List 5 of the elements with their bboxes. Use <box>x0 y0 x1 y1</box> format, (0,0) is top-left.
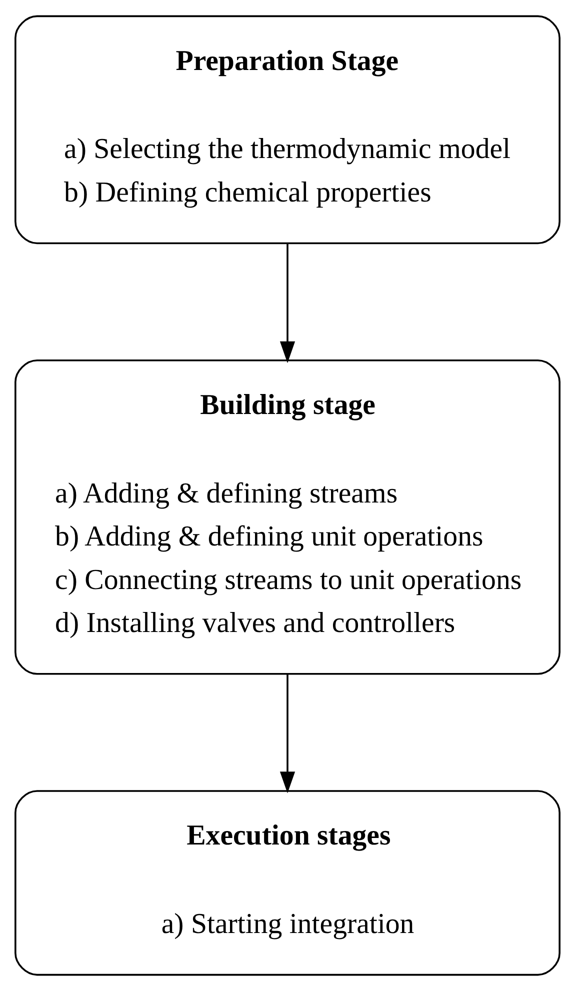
node-box: Execution stages a) Starting integration <box>14 790 560 976</box>
arrow <box>280 674 296 794</box>
node-box: Building stage a) Adding & defining streams b) Adding & defining unit operations c) Connecting streams to unit operations d) Installing valves and controllers <box>14 359 560 675</box>
node-box: Preparation Stage a) Selecting the thermodynamic model b) Defining chemical properties <box>14 15 560 244</box>
arrow <box>280 244 296 364</box>
